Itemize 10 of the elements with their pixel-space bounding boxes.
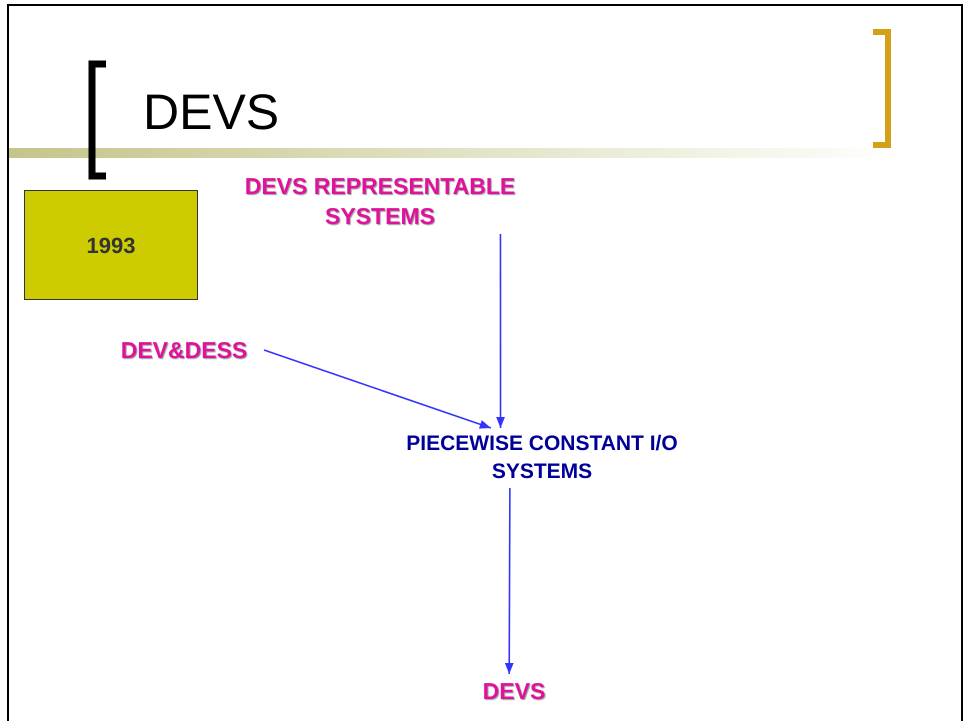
- arrow: [504, 488, 514, 674]
- arrow: [264, 349, 492, 429]
- node-label: DEV&DESS: [120, 336, 248, 365]
- arrow: [496, 234, 505, 428]
- node-label: DEVS: [482, 677, 546, 706]
- node-label: DEVS REPRESENTABLE SYSTEMS: [244, 172, 516, 231]
- slide-title: DEVS: [143, 83, 280, 142]
- year-box: [24, 190, 198, 300]
- year-label: 1993: [86, 232, 136, 260]
- node-label: PIECEWISE CONSTANT I/O SYSTEMS: [405, 431, 679, 485]
